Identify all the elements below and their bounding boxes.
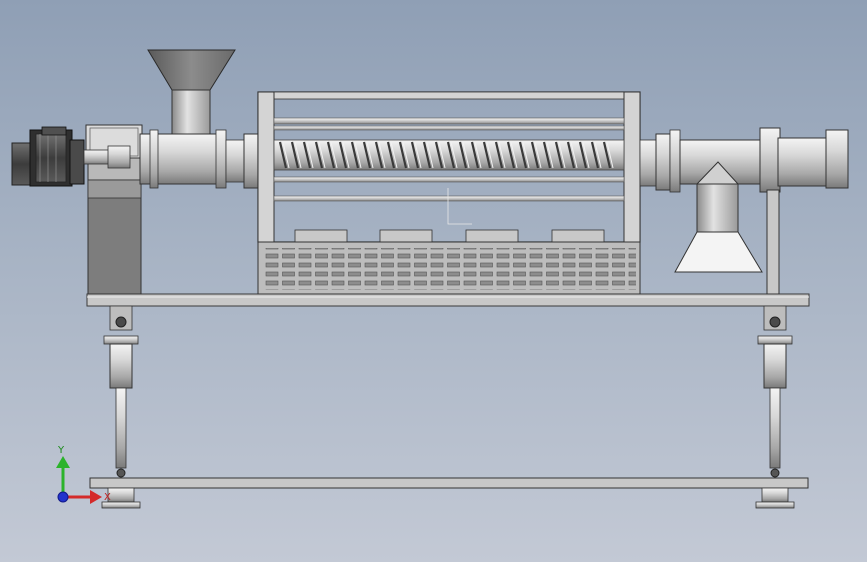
- y-axis-label: Y: [57, 445, 65, 456]
- base-frame: [86, 293, 810, 307]
- x-axis-arrowhead: [90, 490, 102, 504]
- screw-barrel: [257, 91, 641, 243]
- gearbox: [83, 124, 143, 295]
- y-axis-arrowhead: [56, 456, 70, 468]
- feed-barrel: [139, 129, 259, 189]
- x-axis-label: X: [104, 492, 111, 503]
- discharge-barrel: [639, 127, 849, 295]
- motor: [11, 126, 85, 187]
- coordinate-triad: Y X: [56, 445, 111, 504]
- discharge-hood: [674, 161, 763, 273]
- floor-rail: [89, 477, 809, 509]
- support-leg-right: [757, 305, 793, 478]
- z-axis-origin: [57, 491, 69, 503]
- drain-tray: [257, 229, 641, 295]
- support-leg-left: [103, 305, 139, 478]
